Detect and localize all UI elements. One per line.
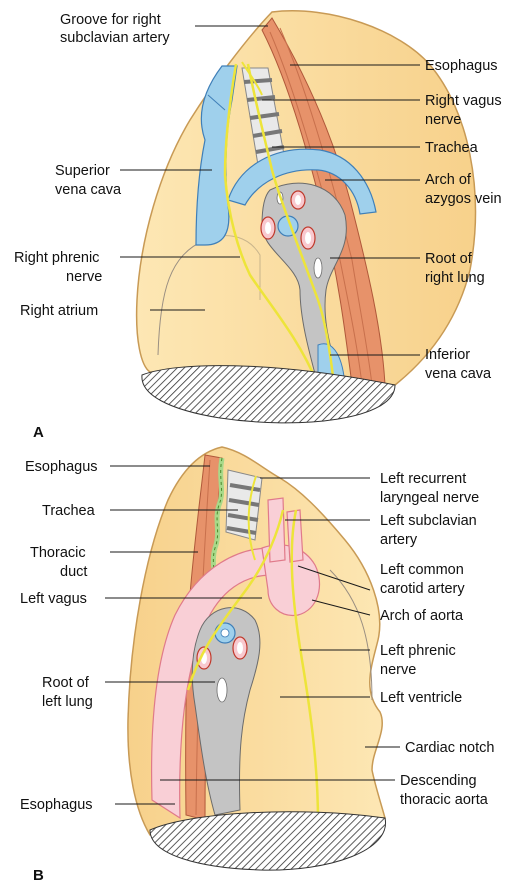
trachea-b — [226, 470, 262, 540]
panel-a: Groove for right subclavian artery Esoph… — [14, 11, 506, 441]
label-right-phrenic-nerve: Right phrenic nerve — [14, 250, 103, 285]
label-left-phrenic-nerve: Left phrenic nerve — [380, 643, 460, 678]
label-cardiac-notch: Cardiac notch — [405, 740, 494, 756]
label-esophagus-a: Esophagus — [425, 58, 498, 74]
label-arch-of-aorta: Arch of aorta — [380, 608, 464, 624]
label-left-recurrent-laryngeal-nerve: Left recurrent laryngeal nerve — [380, 471, 479, 506]
label-root-left-lung: Root of left lung — [42, 675, 93, 710]
panel-letter-b: B — [33, 867, 44, 884]
label-esophagus-b-bottom: Esophagus — [20, 797, 93, 813]
label-left-ventricle: Left ventricle — [380, 690, 462, 706]
label-right-atrium: Right atrium — [20, 303, 98, 319]
label-inferior-vena-cava: Inferior vena cava — [425, 347, 492, 382]
label-descending-thoracic-aorta: Descending thoracic aorta — [400, 773, 489, 808]
label-superior-vena-cava: Superior vena cava — [55, 163, 122, 198]
label-left-subclavian-artery: Left subclavian artery — [380, 513, 481, 548]
panel-letter-a: A — [33, 424, 44, 441]
label-left-vagus: Left vagus — [20, 591, 87, 607]
label-esophagus-b-top: Esophagus — [25, 459, 98, 475]
panel-b: Esophagus Left recurrent laryngeal nerve… — [20, 447, 494, 884]
label-left-common-carotid-artery: Left common carotid artery — [380, 562, 468, 597]
left-lung-base — [150, 812, 386, 870]
label-groove-subclavian: Groove for right subclavian artery — [60, 12, 170, 46]
label-thoracic-duct: Thoracic duct — [30, 545, 90, 580]
label-trachea-b: Trachea — [42, 503, 96, 519]
label-trachea-a: Trachea — [425, 140, 479, 156]
